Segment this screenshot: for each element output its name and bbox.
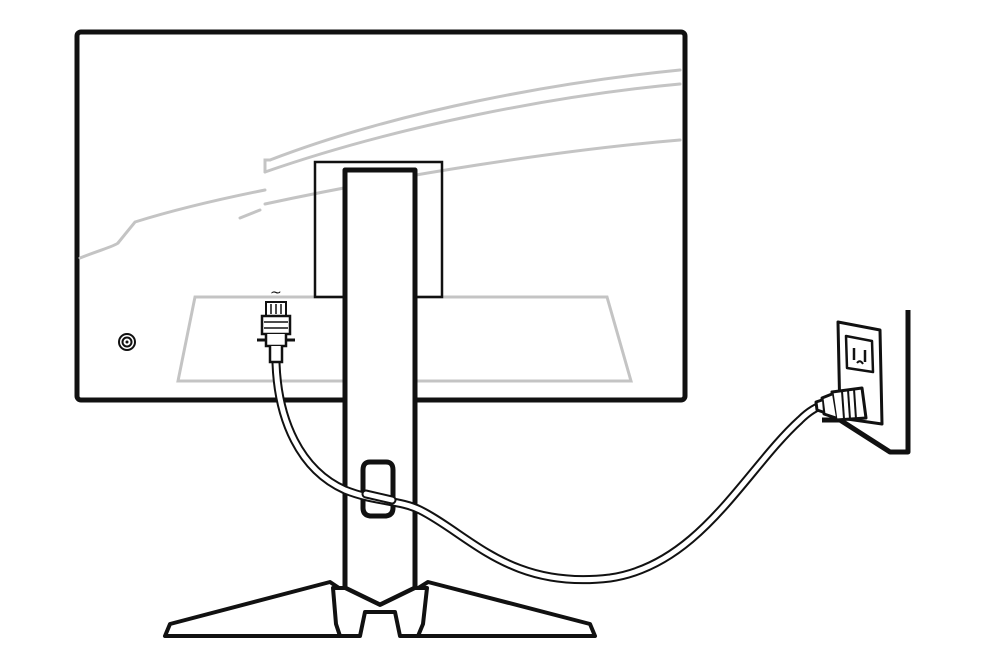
contour-left-edge [78,241,120,260]
stand-foot-left [163,580,347,638]
contour-left-lower [116,188,267,245]
contour-upper-inner [263,82,682,174]
monitor-stand [163,167,597,638]
wall-edge [822,310,911,455]
power-inlet-icon: ~ [257,285,295,364]
wall [822,310,911,455]
contour-mid-line [263,138,682,206]
io-panel-trapezoid [176,295,633,383]
back-panel-contours [78,68,682,383]
power-cable-inner [273,360,829,583]
ac-symbol-label: ~ [270,285,282,301]
ac-plug-icon [814,386,868,422]
stand-neck [342,167,418,608]
contour-left-step [263,158,272,174]
stand-foot-right [410,580,597,638]
cable-management-hole-icon [360,459,396,519]
kensington-lock-icon [118,333,136,351]
power-cable [271,358,831,585]
contour-upper-outer [268,68,682,162]
stand-base-hub [331,586,429,638]
contour-left-tab [238,208,262,220]
